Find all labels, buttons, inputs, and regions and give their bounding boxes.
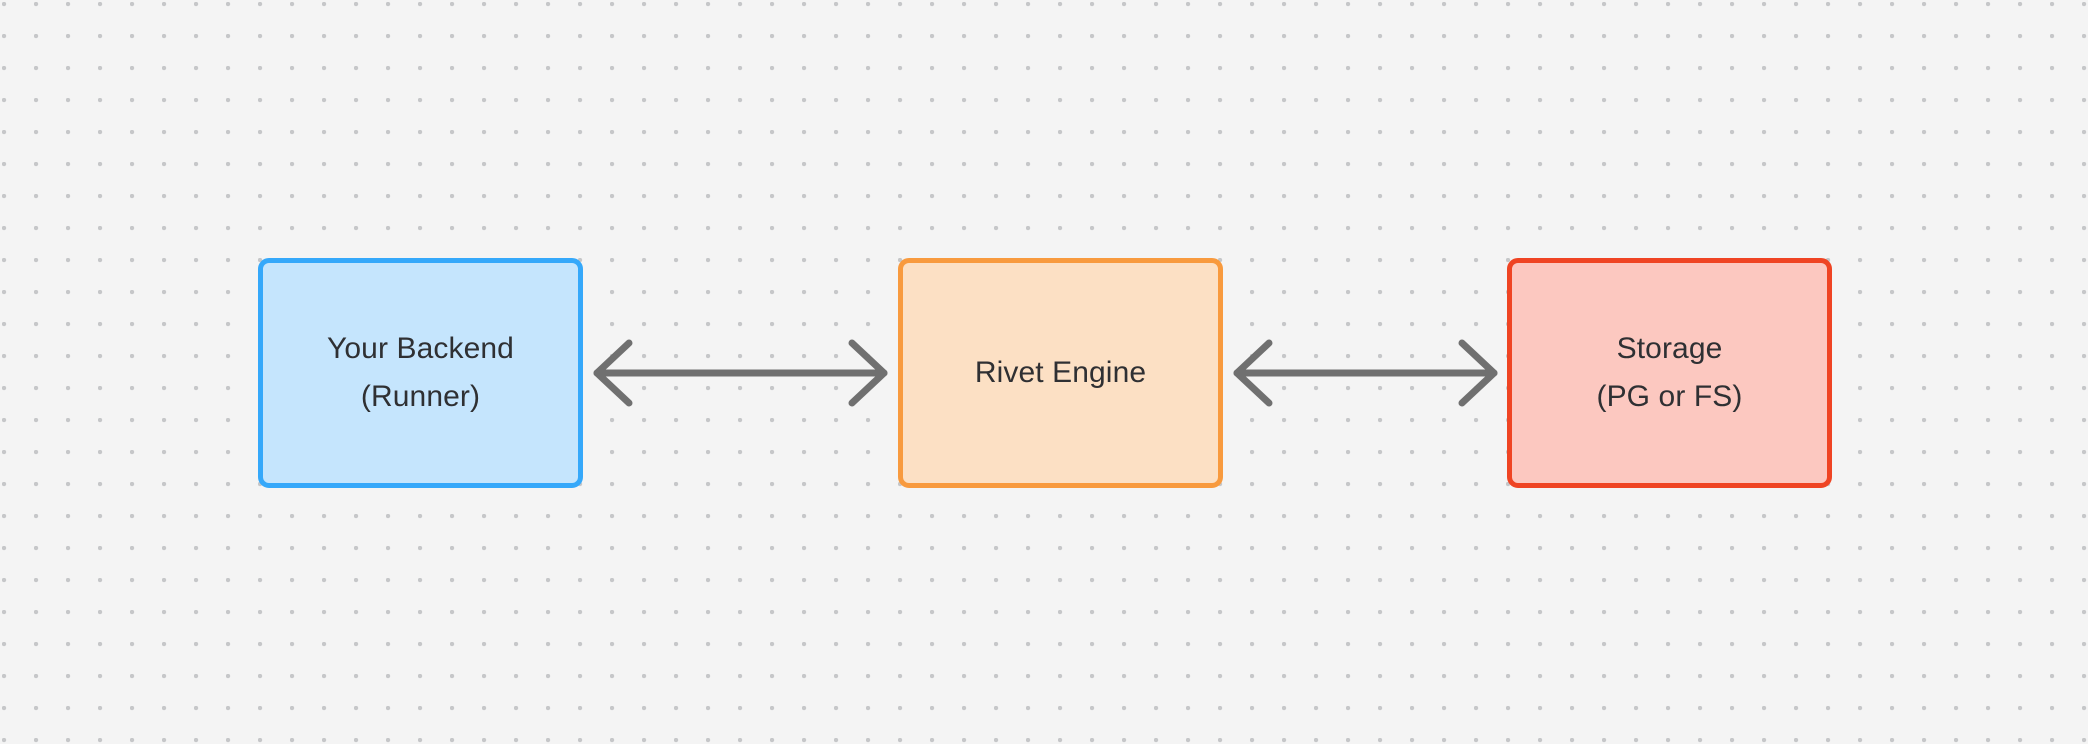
diagram-edge-engine-storage[interactable] [1223,330,1508,416]
node-backend-label-line1: Your Backend [327,332,514,365]
bidirectional-arrow-icon [593,339,888,407]
node-storage-label-line2: (PG or FS) [1596,380,1743,413]
diagram-node-backend[interactable]: Your Backend (Runner) [258,258,583,488]
diagram-edge-backend-engine[interactable] [583,330,898,416]
bidirectional-arrow-icon [1233,339,1498,407]
diagram-node-storage[interactable]: Storage (PG or FS) [1507,258,1832,488]
node-backend-label-line2: (Runner) [360,380,481,413]
diagram-node-engine[interactable]: Rivet Engine [898,258,1223,488]
node-engine-label-line1: Rivet Engine [974,356,1147,389]
node-storage-label-line1: Storage [1616,332,1723,365]
